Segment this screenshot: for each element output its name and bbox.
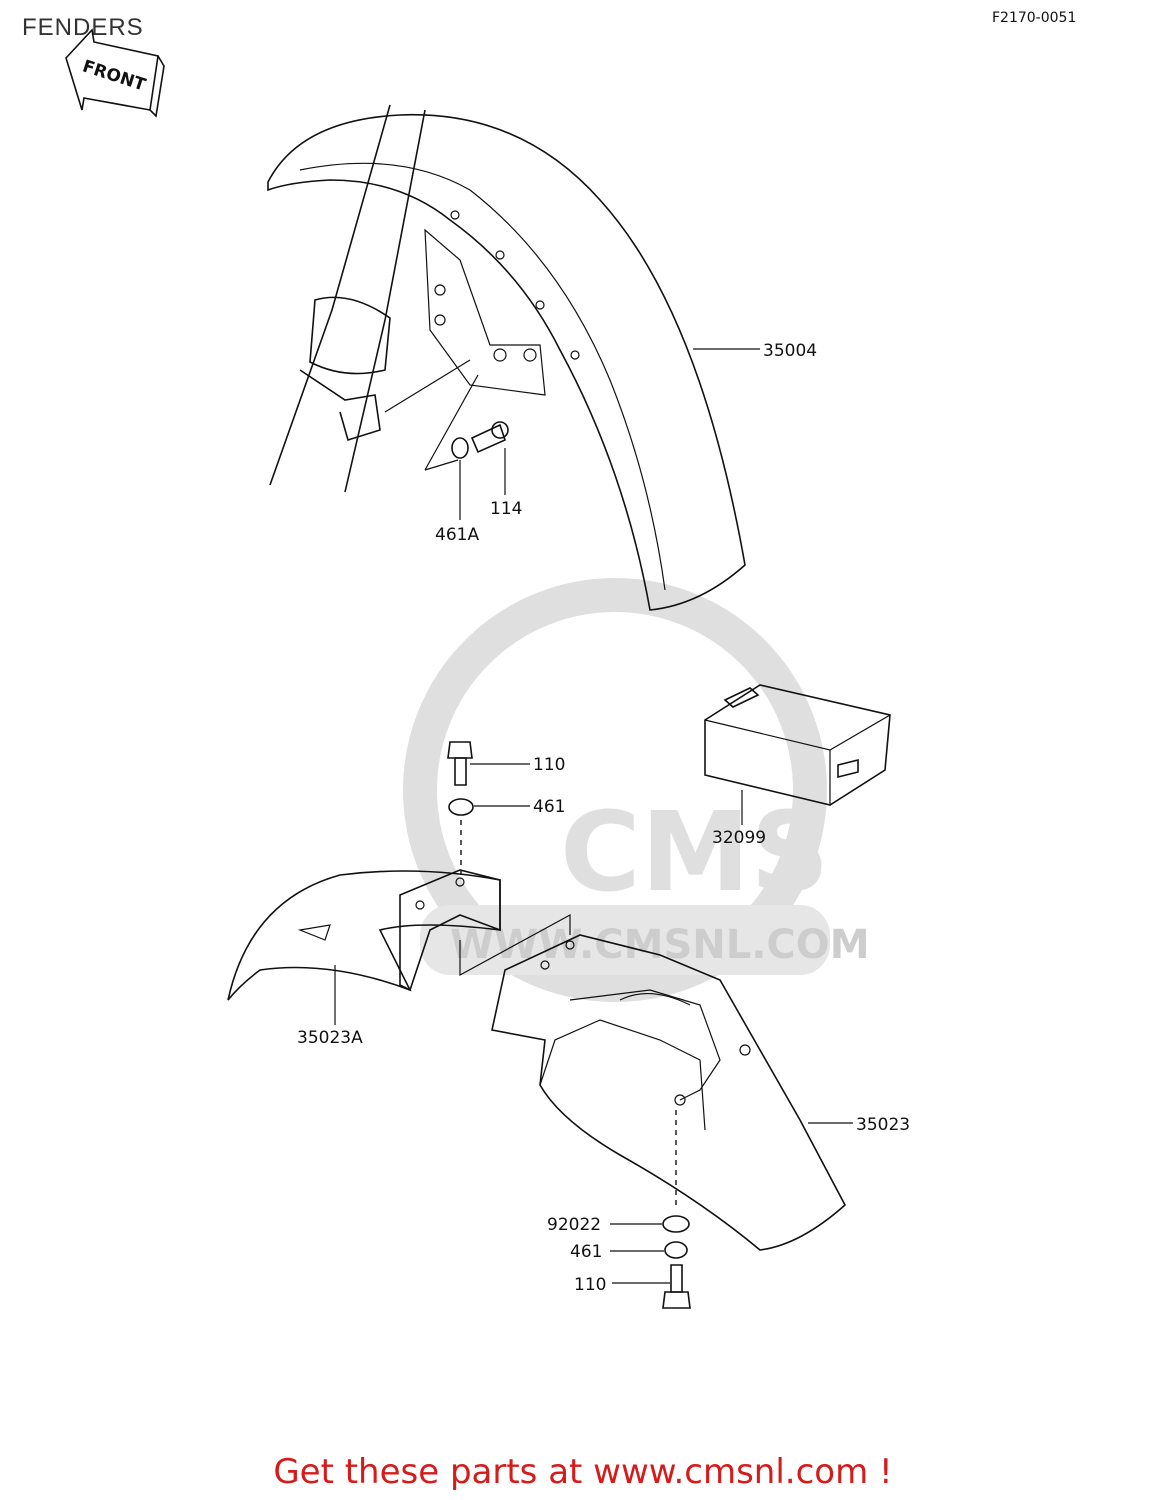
front-label: FRONT — [80, 56, 148, 95]
label-35004: 35004 — [763, 341, 817, 361]
front-fender — [267, 113, 746, 611]
bolt-114 — [470, 421, 509, 454]
watermark-logo: CMS WWW.CMSNL.COM — [403, 578, 870, 1002]
electrical-box — [704, 684, 891, 806]
bolt-110-bottom — [662, 1264, 691, 1309]
washer-461-top — [448, 798, 474, 816]
label-35023: 35023 — [856, 1115, 910, 1135]
front-arrow-icon: FRONT — [65, 28, 165, 118]
watermark-url: WWW.CMSNL.COM — [450, 922, 870, 968]
label-461-bottom: 461 — [570, 1242, 602, 1262]
label-461a: 461A — [435, 525, 479, 545]
bolt-110-top — [447, 741, 473, 786]
label-32099: 32099 — [712, 828, 766, 848]
rear-fender — [491, 934, 847, 1251]
label-35023a: 35023A — [297, 1028, 363, 1048]
washer-92022 — [662, 1215, 690, 1233]
label-461-top: 461 — [533, 797, 565, 817]
label-92022: 92022 — [547, 1215, 601, 1235]
washer-461a — [451, 437, 469, 459]
washer-461-bottom — [664, 1241, 688, 1259]
label-110-top: 110 — [533, 755, 565, 775]
rear-fender-front-section — [227, 869, 501, 1001]
diagram-code: F2170-0051 — [992, 10, 1077, 26]
watermark-logo-text: CMS — [560, 788, 829, 916]
label-110-bottom: 110 — [574, 1275, 606, 1295]
front-fork — [269, 104, 426, 493]
page-title: FENDERS — [22, 14, 144, 41]
footer-link[interactable]: Get these parts at www.cmsnl.com ! — [273, 1452, 893, 1492]
label-114: 114 — [490, 499, 522, 519]
